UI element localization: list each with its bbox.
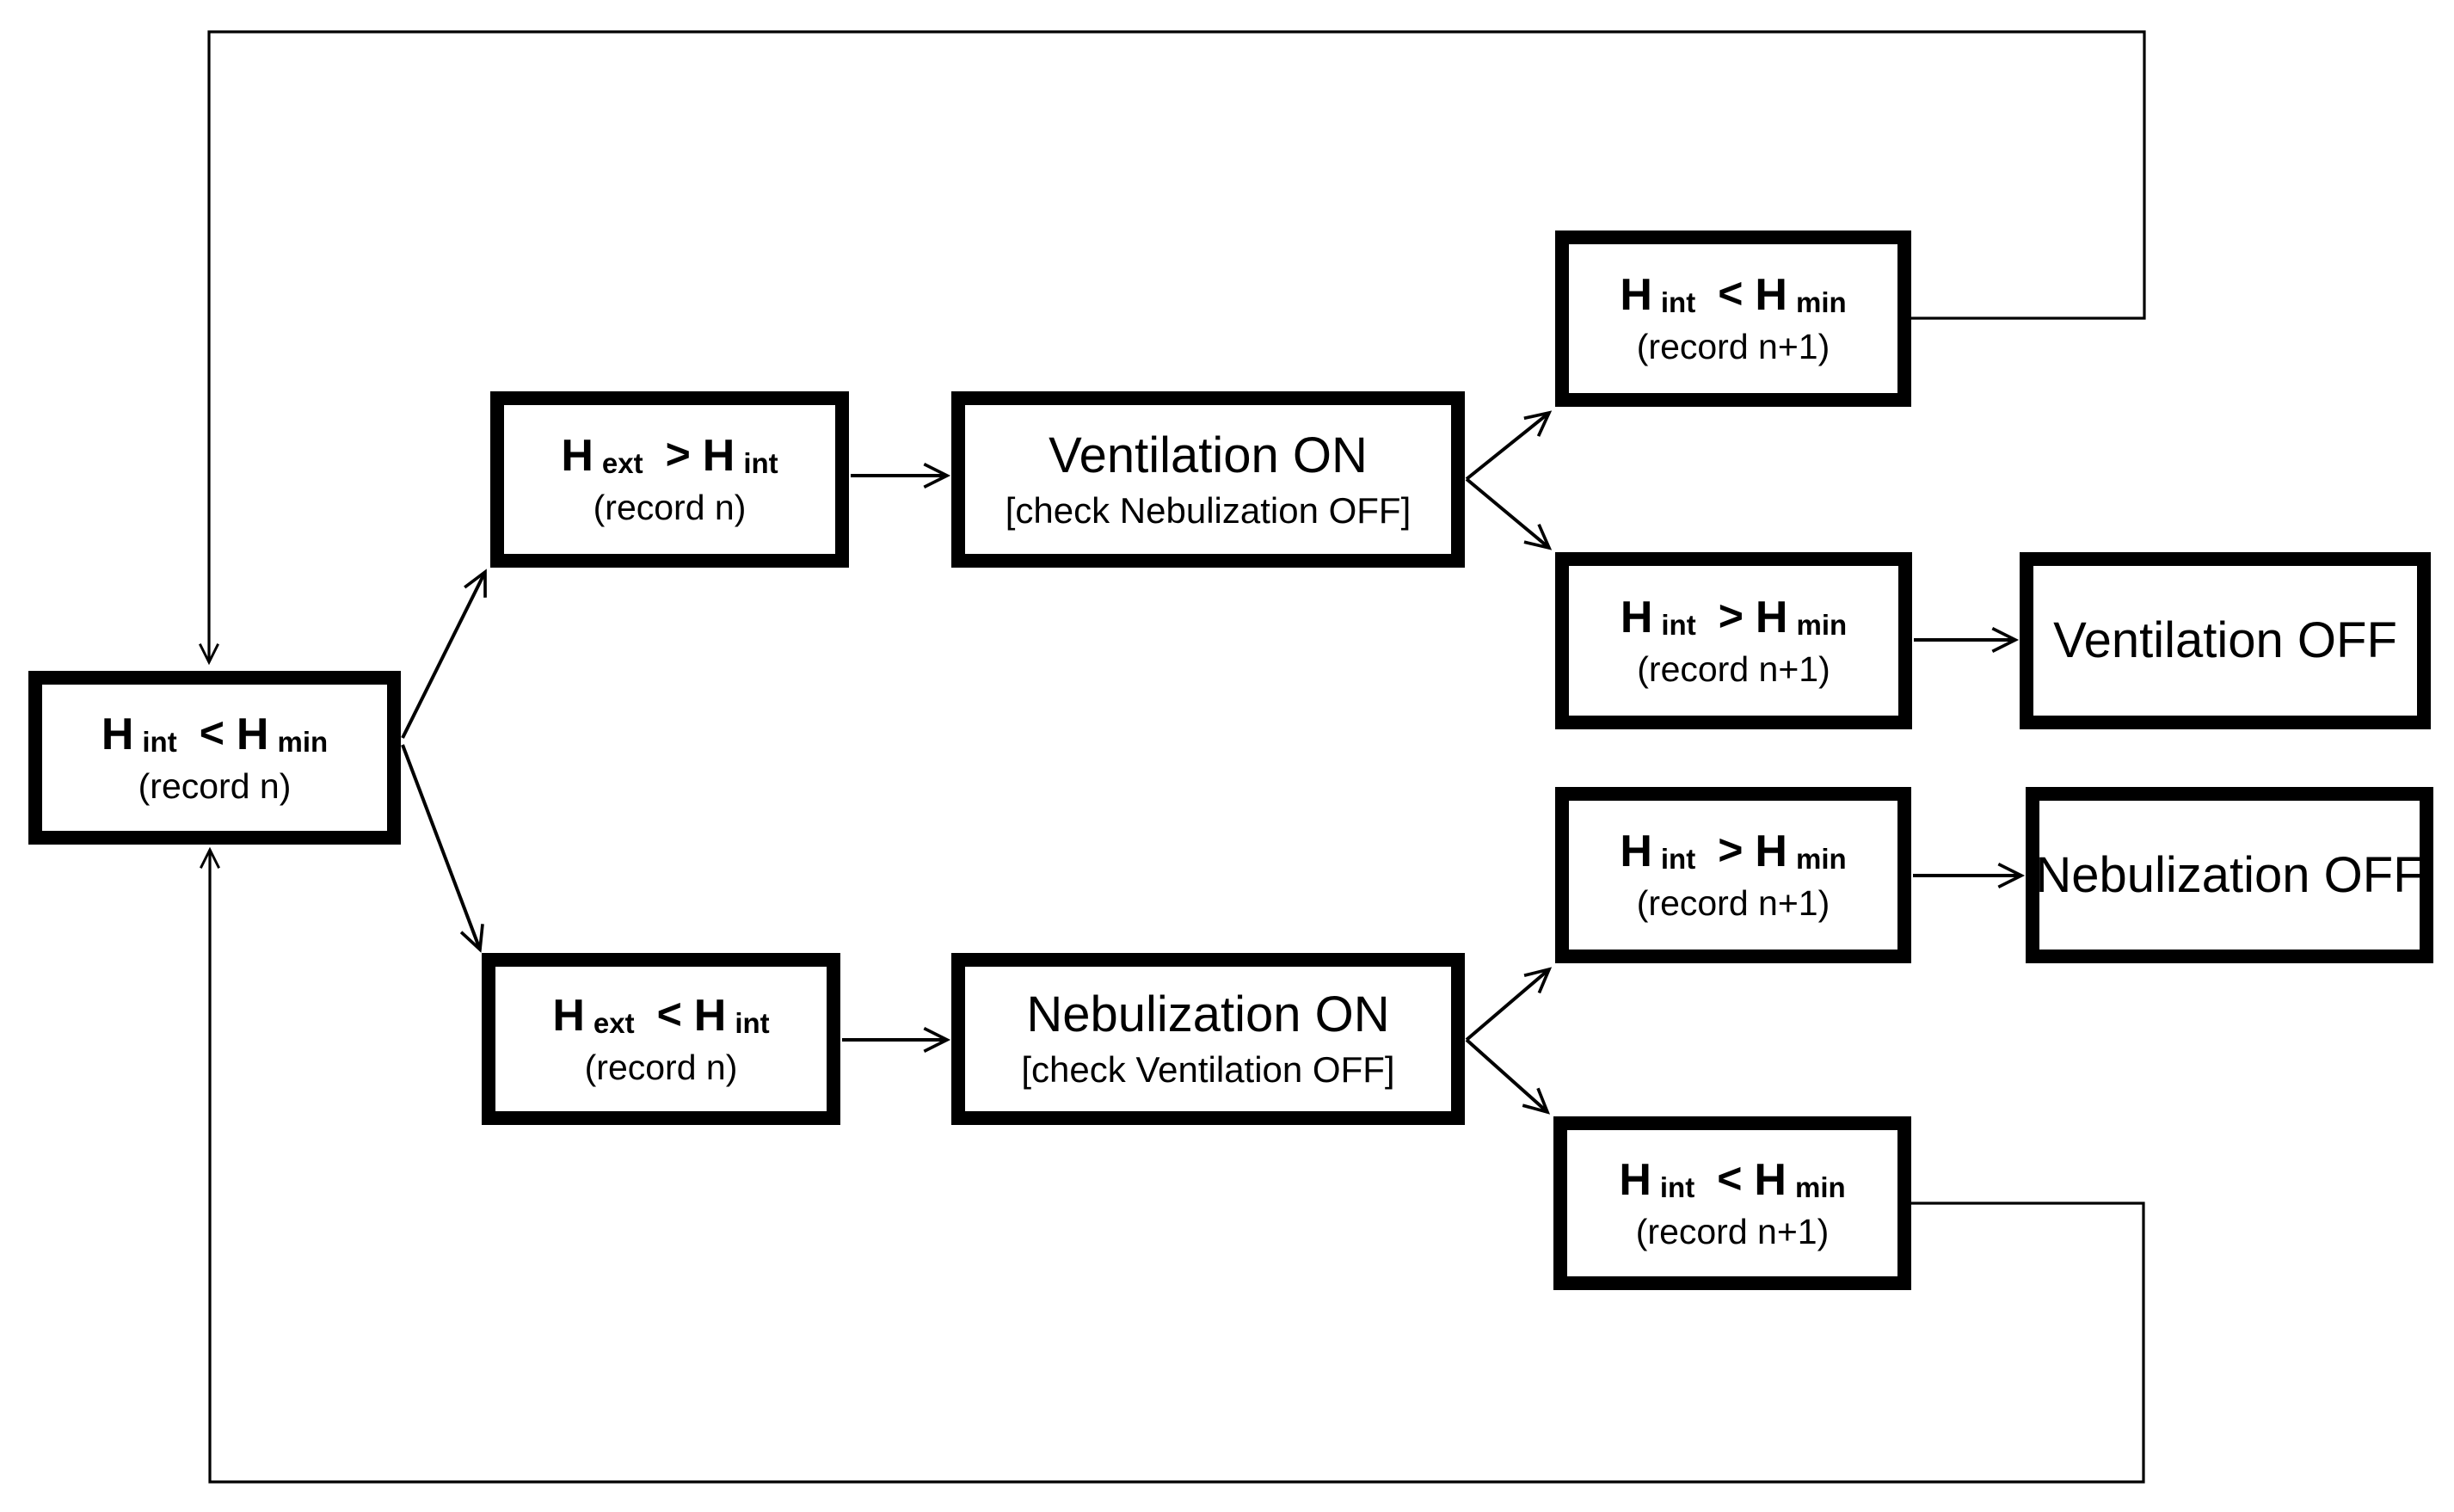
edge-start-to-hext-lt-hint (401, 744, 484, 953)
record-note: (record n) (584, 1047, 738, 1087)
node-ventilation-on: Ventilation ON [check Nebulization OFF] (951, 391, 1465, 568)
edge-ventilation-on-to-hint-lt-hmin (1465, 410, 1553, 481)
edge-start-to-hext-gt-hint (401, 569, 487, 739)
node-nebulization-off: Nebulization OFF (2026, 787, 2433, 963)
record-note: (record n) (138, 765, 292, 806)
action-title: Nebulization ON (1026, 986, 1390, 1042)
record-note: (record n+1) (1635, 1211, 1830, 1251)
edge-nebulization-on-to-hint-gt-hmin (1465, 967, 1553, 1042)
edge-feedback-loop-bottom (200, 846, 2145, 1484)
action-title: Nebulization OFF (2035, 846, 2424, 903)
check-note: [check Ventilation OFF] (1021, 1049, 1395, 1090)
record-note: (record n+1) (1637, 648, 1830, 689)
record-note: (record n+1) (1636, 883, 1830, 923)
check-note: [check Nebulization OFF] (1005, 489, 1412, 531)
record-note: (record n) (593, 488, 747, 527)
edge-ventilation-on-to-hint-gt-hmin (1465, 477, 1553, 550)
node-nebulization-on: Nebulization ON [check Ventilation OFF] (951, 953, 1465, 1125)
action-title: Ventilation OFF (2053, 612, 2397, 668)
node-ventilation-off: Ventilation OFF (2020, 552, 2431, 729)
edge-nebulization-on-to-hint-lt-hmin (1465, 1038, 1551, 1115)
edge-feedback-loop-top (199, 30, 2146, 666)
action-title: Ventilation ON (1049, 427, 1368, 483)
record-note: (record n+1) (1636, 327, 1830, 366)
